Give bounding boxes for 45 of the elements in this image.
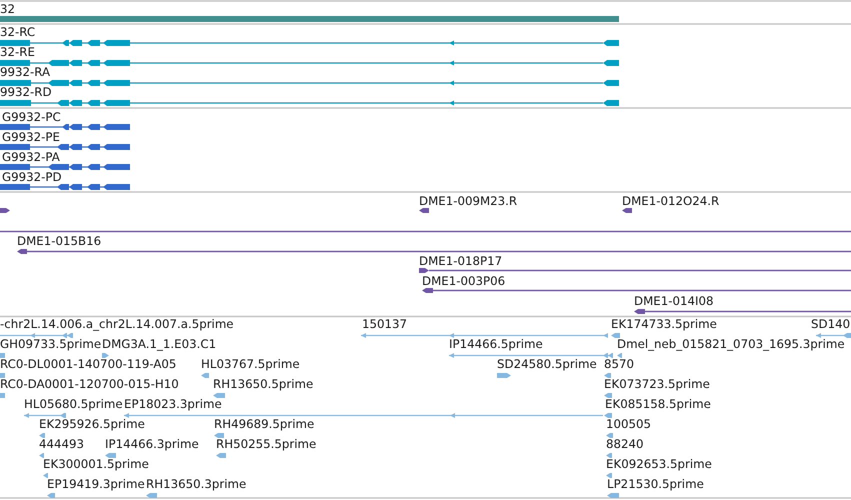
feature-label: 100505 [606,418,652,431]
feature-label: RH13650.5prime [213,378,314,391]
feature-label: RH13650.3prime [146,478,246,491]
feature-label: EK295926.5prime [39,418,145,431]
feature-label: DMG3A.1_1.E03.C1 [102,338,216,351]
feature-label: Dmel_neb_015821_0703_1695.3prime [617,338,845,351]
feature-label: SD24580.5prime [497,358,597,371]
feature-label: DME1-003P06 [422,275,506,288]
feature-label: EK085158.5prime [605,398,711,411]
feature-label: G9932-PC [2,111,61,124]
feature-label: -chr2L.14.006.a_chr2L.14.007.a.5prime [0,318,234,331]
feature-label: 9932-RA [0,66,50,79]
feature-label: 150137 [362,318,408,331]
feature-label: EK073723.5prime [604,378,710,391]
feature-label: GH09733.5prime [0,338,102,351]
feature-label: RH50255.5prime [216,438,316,451]
feature-label: G9932-PD [2,171,62,184]
feature-label: HL03767.5prime [201,358,300,371]
feature-label: 9932-RD [0,86,52,99]
feature-label: G9932-PA [2,151,60,164]
feature-label: IP14466.3prime [105,438,199,451]
feature-label: EP18023.3prime [124,398,222,411]
feature-label: 444493 [39,438,84,451]
feature-label: 32 [0,3,16,16]
feature-label: 32-RC [0,26,36,40]
feature-label: RC0-DL0001-140700-119-A05 [0,358,176,371]
feature-label: DME1-015B16 [17,234,102,248]
feature-label: HL05680.5prime [24,398,123,411]
feature-label: 32-RE [0,46,35,59]
feature-label: RC0-DA0001-120700-015-H10 [0,378,179,391]
feature-label: SD140 [811,318,850,331]
feature-label: DME1-018P17 [419,254,502,268]
feature-label: G9932-PE [2,131,60,144]
feature-label: IP14466.5prime [449,338,543,351]
feature-label: RH49689.5prime [214,418,314,431]
feature-label: DME1-014I08 [634,295,714,308]
feature-label: DME1-012O24.R [622,194,720,208]
feature-label: DME1-009M23.R [419,194,518,208]
feature-label: 8570 [604,358,634,371]
feature-label: EK174733.5prime [611,318,717,331]
feature-label: 88240 [606,438,644,451]
feature-label: EP19419.3prime [47,478,145,491]
feature-label: EK300001.5prime [43,458,149,471]
feature-label: LP21530.5prime [607,478,704,491]
feature-label: EK092653.5prime [606,458,712,471]
